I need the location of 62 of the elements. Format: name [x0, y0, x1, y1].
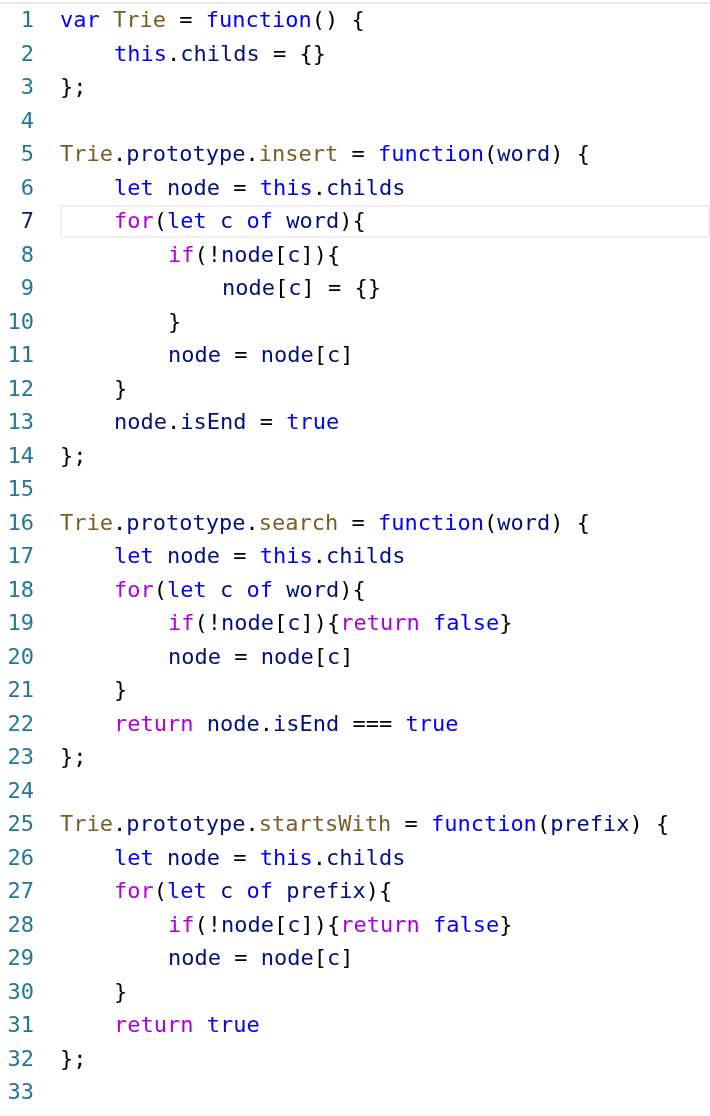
line-number: 14	[6, 441, 34, 470]
code-line: for(let c of prefix){	[114, 877, 393, 905]
code-line: Trie.prototype.startsWith = function(prefix) {	[60, 810, 670, 838]
code-line: let node = this.childs	[114, 173, 406, 202]
line-number: 11	[6, 341, 34, 369]
code-line: Trie.prototype.search = function(word) {	[60, 508, 590, 537]
line-number: 22	[6, 709, 34, 738]
line-number: 6	[19, 173, 34, 202]
line-number: 15	[6, 475, 34, 503]
code-line: node = node[c]	[168, 341, 354, 369]
code-line: };	[60, 441, 87, 470]
line-number: 3	[19, 73, 34, 101]
line-number: 1	[19, 6, 34, 34]
line-number: 25	[6, 810, 34, 838]
code-line: }	[168, 307, 182, 336]
code-line: let node = this.childs	[114, 843, 406, 872]
line-number: 16	[6, 508, 34, 537]
line-number: 24	[6, 776, 34, 805]
code-line: if(!node[c]){return false}	[168, 910, 513, 939]
line-number: 17	[6, 542, 34, 570]
line-number: 19	[6, 609, 34, 637]
line-number: 32	[6, 1044, 34, 1073]
line-number: 29	[6, 944, 34, 972]
code-line: node[c] = {}	[222, 274, 381, 302]
code-line: };	[60, 73, 87, 101]
code-line: }	[114, 374, 128, 403]
line-number: 21	[6, 676, 34, 704]
code-line: Trie.prototype.insert = function(word) {	[60, 140, 590, 168]
code-line: };	[60, 743, 87, 771]
line-number: 20	[6, 642, 34, 671]
line-number: 12	[6, 374, 34, 403]
line-number: 18	[6, 575, 34, 604]
code-line: let node = this.childs	[114, 542, 406, 570]
code-line: this.childs = {}	[114, 39, 326, 68]
code-line: if(!node[c]){return false}	[168, 609, 513, 637]
line-number: 4	[19, 106, 34, 135]
code-line: var Trie = function() {	[60, 6, 365, 34]
line-number: 30	[6, 977, 34, 1006]
code-line: return true	[114, 1011, 260, 1039]
code-line: node = node[c]	[168, 642, 354, 671]
code-line: for(let c of word){	[114, 575, 366, 604]
line-number: 26	[6, 843, 34, 872]
line-number: 2	[19, 39, 34, 68]
line-number: 10	[6, 307, 34, 336]
line-number: 9	[19, 274, 34, 302]
code-line: node.isEnd = true	[114, 408, 340, 436]
line-number: 27	[6, 877, 34, 905]
code-line: node = node[c]	[168, 944, 354, 972]
code-line: for(let c of word){	[114, 207, 366, 235]
line-number: 5	[19, 140, 34, 168]
line-number: 8	[19, 240, 34, 269]
line-number: 33	[6, 1078, 34, 1106]
code-line: }	[114, 977, 128, 1006]
line-number: 13	[6, 408, 34, 436]
line-number: 23	[6, 743, 34, 771]
code-line: return node.isEnd === true	[114, 709, 459, 738]
line-number: 28	[6, 910, 34, 939]
code-line: }	[114, 676, 128, 704]
code-line: };	[60, 1044, 87, 1073]
line-number: 31	[6, 1011, 34, 1039]
line-number: 7	[19, 207, 34, 235]
code-line: if(!node[c]){	[168, 240, 341, 269]
